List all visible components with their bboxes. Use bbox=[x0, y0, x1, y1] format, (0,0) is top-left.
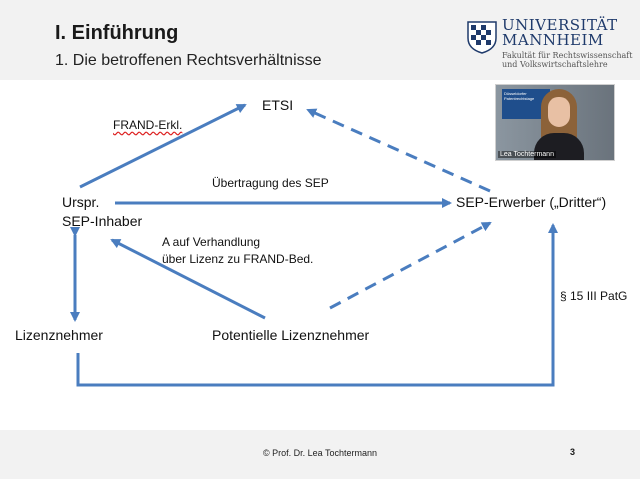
edge-label-frand: FRAND-Erkl. bbox=[113, 118, 183, 132]
webcam-video-overlay[interactable]: Düsseldorfer Patentrechtstage Lea Tochte… bbox=[495, 84, 615, 161]
arrow-dashed-erwerber-etsi bbox=[306, 108, 491, 193]
edge-label-patg: § 15 III PatG bbox=[560, 289, 628, 303]
arrow-dashed-potentielle-erwerber bbox=[329, 221, 492, 310]
slide-footer: © Prof. Dr. Lea Tochtermann 3 bbox=[0, 430, 640, 479]
arrow-frand-erklaerung bbox=[79, 103, 247, 189]
node-sep-inhaber: Urspr. SEP-Inhaber bbox=[62, 194, 143, 229]
arrow-patg bbox=[76, 223, 558, 387]
presenter-face bbox=[548, 97, 570, 127]
faculty-name: Fakultät für Rechtswissenschaft und Volk… bbox=[502, 51, 633, 69]
diagram-arrows bbox=[70, 103, 558, 387]
slide-title: I. Einführung bbox=[55, 22, 179, 44]
university-logo: UNIVERSITÄT MANNHEIM Fakultät für Rechts… bbox=[466, 14, 636, 74]
slide-subtitle: 1. Die betroffenen Rechtsverhältnisse bbox=[55, 52, 322, 69]
university-name: UNIVERSITÄT MANNHEIM bbox=[502, 16, 618, 49]
arrow-anspruch bbox=[110, 238, 266, 320]
slide-header: I. Einführung 1. Die betroffenen Rechtsv… bbox=[0, 0, 640, 80]
relationship-diagram: ETSI Urspr. SEP-Inhaber SEP-Erwerber („D… bbox=[0, 80, 640, 430]
node-etsi: ETSI bbox=[262, 97, 294, 113]
node-potentielle-lizenznehmer: Potentielle Lizenznehmer bbox=[212, 327, 370, 343]
edge-label-anspruch: A auf Verhandlung über Lizenz zu FRAND-B… bbox=[162, 235, 314, 266]
copyright-text: © Prof. Dr. Lea Tochtermann bbox=[262, 448, 378, 458]
university-seal-icon bbox=[467, 21, 497, 54]
page-number: 3 bbox=[570, 447, 576, 457]
node-sep-erwerber: SEP-Erwerber („Dritter“) bbox=[456, 194, 607, 210]
edge-label-uebertragung: Übertragung des SEP bbox=[212, 176, 329, 190]
participant-name-tag: Lea Tochtermann bbox=[498, 151, 556, 158]
node-lizenznehmer: Lizenznehmer bbox=[15, 327, 103, 343]
